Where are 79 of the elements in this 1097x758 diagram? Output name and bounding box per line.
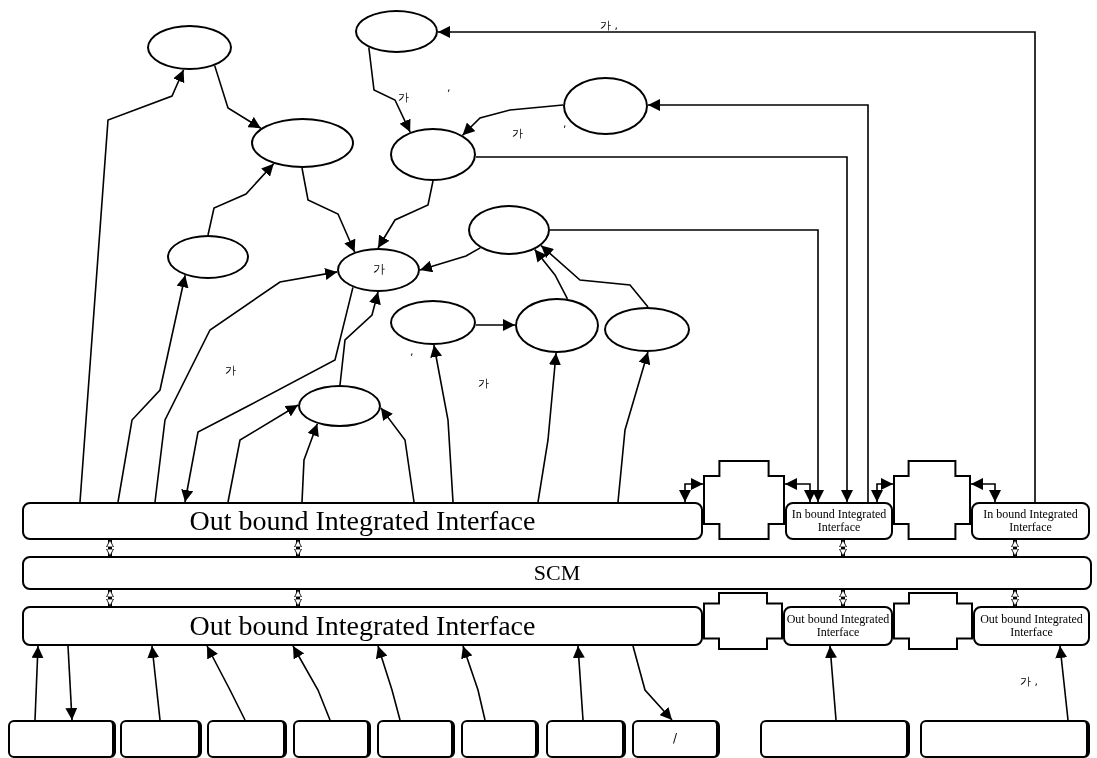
double-arrow (294, 589, 302, 607)
node-label: Out bound Integrated Interface (786, 612, 890, 640)
text-label: 가 (478, 378, 489, 389)
arrow (825, 645, 837, 721)
arrow (65, 645, 78, 721)
arrow (549, 229, 824, 503)
system-box (8, 720, 116, 758)
text-label: , (447, 82, 451, 93)
arrow (375, 645, 401, 721)
arrow (292, 645, 331, 721)
node-label: / (672, 732, 677, 746)
interface-band (971, 502, 1090, 540)
system-box (760, 720, 910, 758)
arrow (540, 244, 649, 308)
double-arrow (106, 539, 114, 557)
process-ellipse (251, 118, 354, 168)
node-label: SCM (533, 560, 581, 586)
arrow (368, 46, 411, 133)
node-label: Out bound Integrated Interface (189, 505, 536, 537)
text-label: , (563, 118, 567, 129)
text-label: 가 (512, 128, 523, 139)
arrow (533, 248, 569, 300)
arrow (1055, 645, 1069, 721)
system-box (546, 720, 626, 758)
arrow (461, 645, 486, 721)
arrow (632, 645, 673, 721)
interface-band (973, 606, 1090, 646)
double-arrow (679, 478, 704, 503)
system-box (920, 720, 1090, 758)
interface-band (22, 556, 1092, 590)
arrow (475, 156, 853, 503)
process-ellipse (468, 205, 550, 255)
arrow (430, 344, 454, 503)
node-label: Out bound Integrated Interface (979, 612, 1084, 640)
interface-band (783, 606, 893, 646)
process-ellipse (390, 128, 476, 181)
text-label: 가 , (1020, 676, 1038, 687)
arrow (617, 351, 651, 503)
system-box (461, 720, 539, 758)
arrow (147, 645, 161, 721)
arrow (537, 352, 561, 503)
arrow (181, 286, 354, 503)
double-arrow (970, 478, 1001, 503)
arrow (380, 407, 415, 503)
arrow (154, 268, 338, 503)
double-arrow (784, 478, 816, 503)
system-box (293, 720, 371, 758)
process-ellipse (298, 385, 381, 427)
arrow (301, 167, 356, 253)
interface-band (22, 606, 703, 646)
arrow (377, 180, 434, 249)
arrow (647, 99, 869, 503)
text-label: 가 (398, 92, 409, 103)
node-label: In bound Integrated Interface (790, 507, 888, 535)
system-box (377, 720, 455, 758)
arrow (339, 291, 381, 386)
arrow (572, 645, 585, 721)
arrow (206, 645, 246, 721)
node-label: Out bound Integrated Interface (189, 610, 536, 642)
text-label: 가 , (600, 20, 618, 31)
arrow (461, 104, 564, 137)
interface-band (22, 502, 703, 540)
system-box (207, 720, 287, 758)
node-label: In bound Integrated Interface (982, 507, 1079, 535)
arrow (474, 319, 516, 331)
arrow (31, 645, 44, 721)
double-arrow (871, 478, 894, 503)
arrow (437, 26, 1036, 503)
arrow (79, 69, 185, 503)
arrow (207, 162, 275, 236)
text-label: 가 (225, 365, 236, 376)
system-box (632, 720, 720, 758)
arrow (213, 64, 262, 130)
double-arrow (839, 589, 847, 607)
arrow (419, 247, 482, 273)
text-label: , (410, 346, 414, 357)
node-label: 가 (372, 263, 385, 277)
system-box (120, 720, 202, 758)
arrow (227, 404, 299, 503)
